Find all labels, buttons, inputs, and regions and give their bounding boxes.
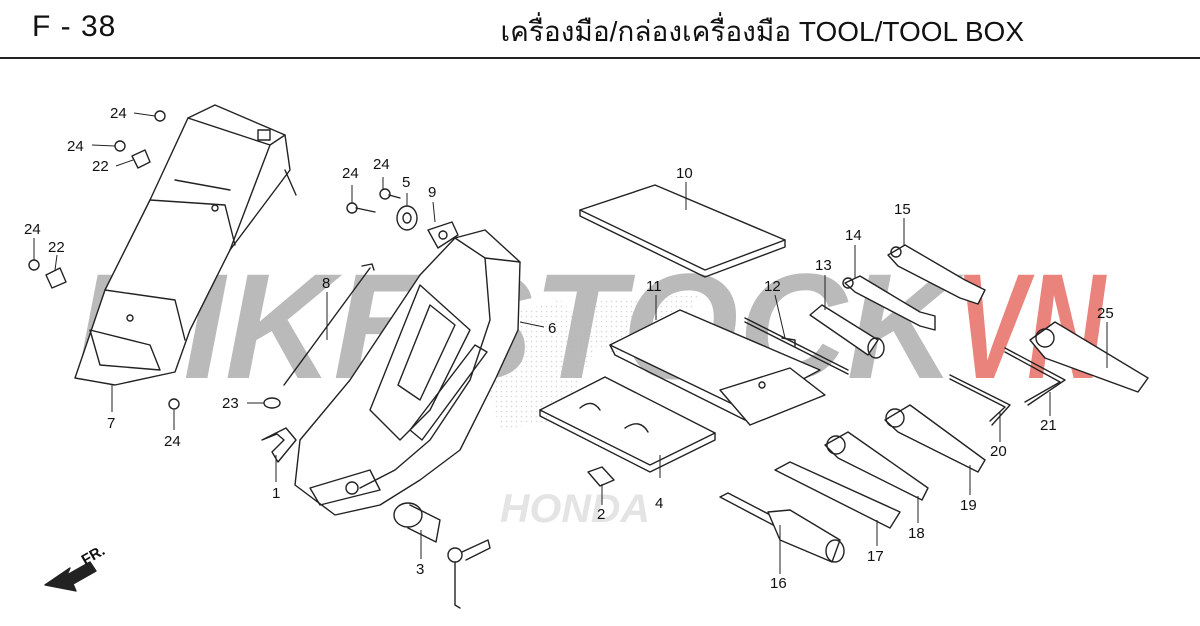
part-25-pin-spanner	[1029, 321, 1149, 393]
callout-24: 24	[67, 138, 84, 155]
leader-lines	[33, 112, 1108, 574]
callout-24: 24	[342, 165, 359, 182]
callout-19: 19	[960, 497, 977, 514]
part-12-screwdriver	[744, 317, 849, 375]
part-24-bolt-mid	[114, 140, 126, 152]
callout-8: 8	[322, 275, 330, 292]
callout-25: 25	[1097, 305, 1114, 322]
header-divider	[0, 57, 1200, 59]
callout-17: 17	[867, 548, 884, 565]
part-19-spanner	[884, 404, 986, 473]
part-18-spanner	[824, 431, 929, 501]
part-6-tool-box	[294, 229, 521, 516]
page-header: F - 38 เครื่องมือ/กล่องเครื่องมือ TOOL/T…	[0, 0, 1200, 60]
part-4-owners-manual	[539, 376, 716, 473]
part-21-hex-key	[1004, 347, 1066, 406]
callout-16: 16	[770, 575, 787, 592]
callout-24: 24	[24, 221, 41, 238]
callout-22: 22	[48, 239, 65, 256]
callout-7: 7	[107, 415, 115, 432]
diagram-title: เครื่องมือ/กล่องเครื่องมือ TOOL/TOOL BOX	[500, 16, 1024, 47]
part-5-grommet	[396, 205, 418, 231]
callout-4: 4	[655, 495, 663, 512]
part-7-seat-tray	[74, 104, 297, 386]
part-3-key-cylinder	[393, 502, 491, 609]
callout-24: 24	[110, 105, 127, 122]
callout-6: 6	[548, 320, 556, 337]
callout-14: 14	[845, 227, 862, 244]
part-1-clip	[261, 427, 297, 463]
part-24-bolt-lower	[168, 398, 180, 410]
callout-18: 18	[908, 525, 925, 542]
front-direction-label: FR.	[79, 542, 108, 569]
callout-23: 23	[222, 395, 239, 412]
callout-3: 3	[416, 561, 424, 578]
callout-22: 22	[92, 158, 109, 175]
callout-21: 21	[1040, 417, 1057, 434]
front-direction-arrow	[44, 561, 97, 592]
part-17-bar	[774, 461, 901, 529]
callout-24: 24	[373, 156, 390, 173]
callout-2: 2	[597, 506, 605, 523]
part-15-spanner	[887, 244, 986, 305]
callout-1: 1	[272, 485, 280, 502]
part-9-plate	[427, 221, 459, 249]
callout-labels: 24 24 22 24 22 7 24 8 23 1 24 24 5 9 6 3…	[24, 105, 1114, 592]
part-11-tool-bag	[609, 309, 826, 426]
part-22-clip-left	[45, 267, 67, 289]
page-code: F - 38	[32, 10, 117, 43]
callout-13: 13	[815, 257, 832, 274]
part-24-bolt-upper	[154, 110, 166, 122]
part-20-hex-key	[949, 374, 1011, 426]
part-24-bolt-left	[28, 259, 40, 271]
part-14-spanner	[842, 275, 936, 331]
watermark-text-red: VN	[955, 242, 1107, 410]
callout-10: 10	[676, 165, 693, 182]
callout-5: 5	[402, 174, 410, 191]
callout-15: 15	[894, 201, 911, 218]
callout-20: 20	[990, 443, 1007, 460]
part-2-fuse	[587, 466, 615, 487]
part-16-plug-wrench	[719, 492, 845, 563]
callout-9: 9	[428, 184, 436, 201]
callout-24: 24	[164, 433, 181, 450]
part-24-bolt-box	[346, 188, 401, 214]
part-22-clip-upper	[131, 149, 151, 169]
watermark-brand: HONDA	[500, 487, 650, 531]
part-13-handle	[809, 304, 885, 359]
callout-11: 11	[646, 278, 662, 295]
callout-12: 12	[764, 278, 781, 295]
